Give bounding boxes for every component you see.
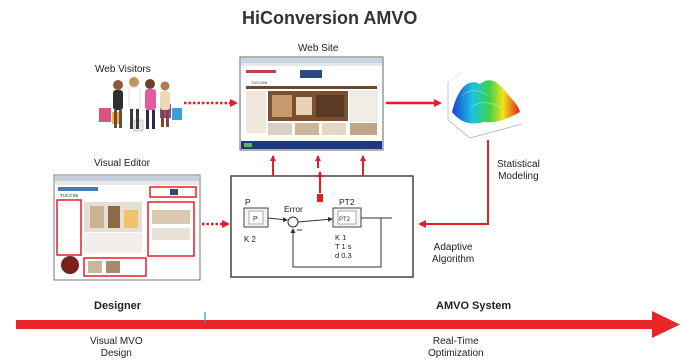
timeline xyxy=(16,311,680,338)
p-block-icon: P xyxy=(253,216,258,223)
web-visitors-label: Web Visitors xyxy=(95,64,151,75)
visual-editor-thumbnail: TUCCINI xyxy=(53,174,201,281)
web-site-label: Web Site xyxy=(298,43,339,54)
error-label: Error xyxy=(284,204,303,214)
pt2-block-title: PT2 xyxy=(339,197,355,207)
surface-plot-image xyxy=(447,71,523,139)
editor-brand: TUCCINI xyxy=(60,193,78,198)
diagram-title: HiConversion AMVO xyxy=(242,8,418,28)
pt2-param-d: d 0.3 xyxy=(335,251,352,260)
control-block-diagram: P P K 2 Error PT2 PT2 K 1 T 1 s d 0.3 xyxy=(230,171,414,278)
website-brand: TUCCINI xyxy=(251,80,267,85)
visual-mvo-design-label: Visual MVO Design xyxy=(90,336,143,359)
summing-junction xyxy=(287,216,299,228)
visual-editor-label: Visual Editor xyxy=(94,158,150,169)
amvo-system-label: AMVO System xyxy=(436,300,512,312)
pt2-param-t: T 1 s xyxy=(335,242,352,251)
pt2-param-k: K 1 xyxy=(335,233,346,242)
p-block-title: P xyxy=(245,197,251,207)
p-block-param: K 2 xyxy=(244,235,257,244)
real-time-optimization-label: Real-Time Optimization xyxy=(428,336,484,359)
statistical-modeling-label: Statistical Modeling xyxy=(497,159,540,182)
connector-arrows xyxy=(184,99,489,228)
adaptive-algorithm-label: Adaptive Algorithm xyxy=(432,242,475,265)
pt2-block-icon: PT2 xyxy=(339,217,351,223)
web-visitors-image xyxy=(99,77,182,132)
website-thumbnail: TUCCINI xyxy=(239,56,384,151)
designer-label: Designer xyxy=(94,300,142,312)
